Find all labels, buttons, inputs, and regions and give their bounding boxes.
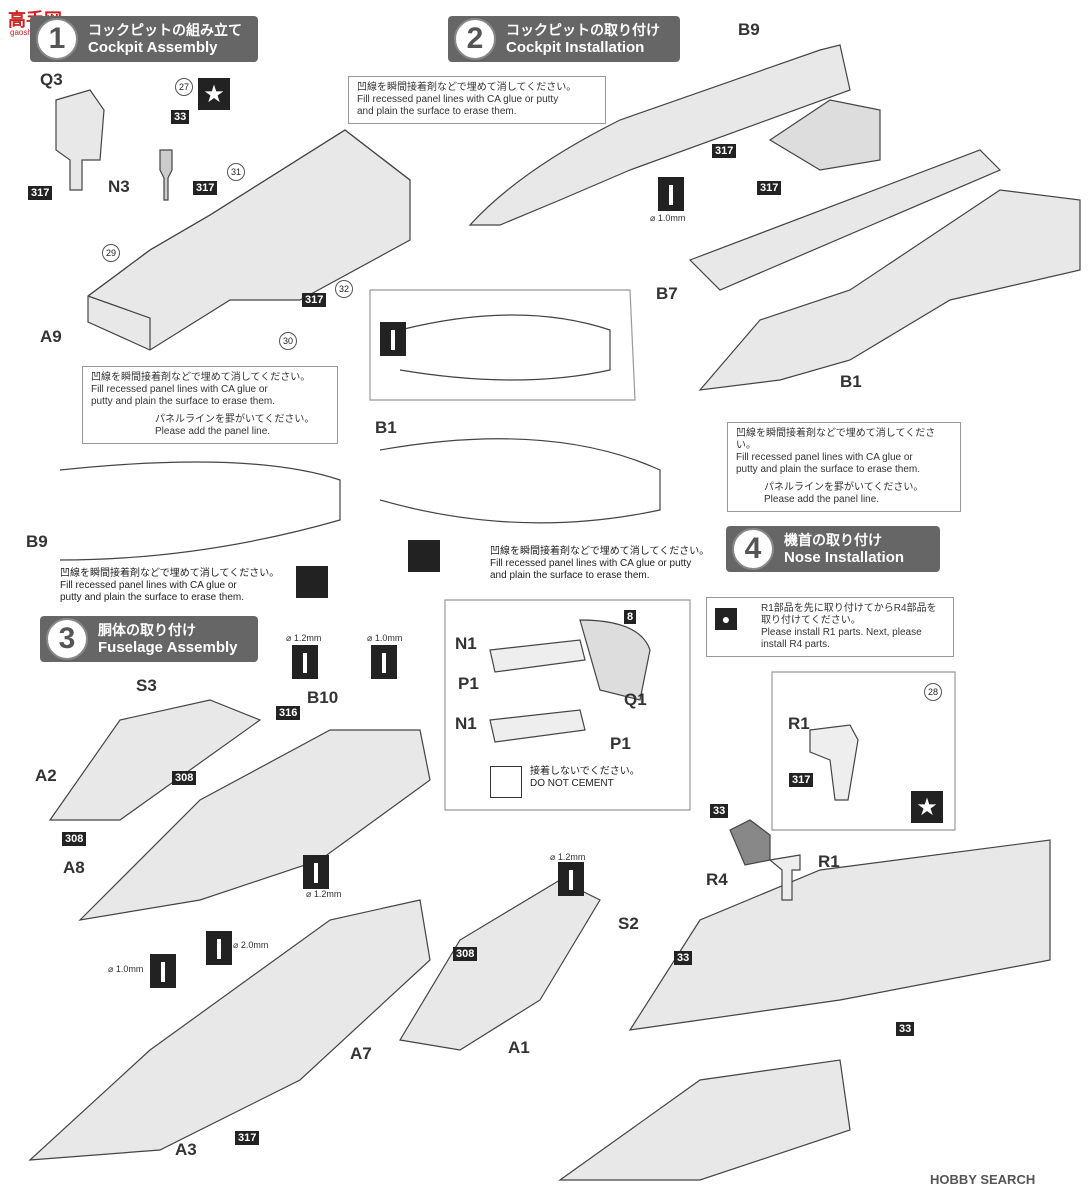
part-label-b10: B10 [307, 688, 339, 707]
part-label-a2: A2 [35, 766, 57, 785]
part-label-b9-side: B9 [26, 532, 48, 551]
step-2-number: 2 [454, 18, 496, 60]
step-1-title-en: Cockpit Assembly [88, 39, 218, 56]
step-3-title-jp: 胴体の取り付け [98, 622, 196, 638]
drill-icon [292, 645, 318, 679]
step-1-number: 1 [36, 18, 78, 60]
drill-icon [303, 855, 329, 889]
step-2-title-jp: コックピットの取り付け [506, 22, 660, 38]
part-label-a9: A9 [40, 327, 62, 346]
part-label-p1-a: P1 [458, 674, 479, 693]
note-fill-panel-lines-5: 凹線を瞬間接着剤などで埋めて消してください。 Fill recessed pan… [490, 546, 710, 581]
footer-brand: HOBBY SEARCH [930, 1172, 1036, 1187]
drill-diameter: ⌀ 1.2mm [550, 852, 586, 862]
step-3-title-en: Fuselage Assembly [98, 639, 238, 656]
decal-number: 31 [227, 163, 245, 181]
color-code-317: 317 [789, 773, 814, 787]
part-label-a1: A1 [508, 1038, 530, 1057]
part-label-b1-side: B1 [375, 418, 397, 437]
drill-diameter: ⌀ 2.0mm [233, 940, 269, 950]
color-code-308: 308 [172, 771, 197, 785]
part-label-n1-a: N1 [455, 634, 477, 653]
note-do-not-cement: 接着しないでください。 DO NOT CEMENT [490, 766, 640, 798]
part-label-b7: B7 [656, 284, 678, 303]
decal-number: 30 [279, 332, 297, 350]
drill-icon [380, 322, 406, 356]
part-label-s3: S3 [136, 676, 157, 695]
note-fill-panel-lines-3: 凹線を瞬間接着剤などで埋めて消してください。 Fill recessed pan… [727, 422, 961, 512]
part-label-n3: N3 [108, 177, 130, 196]
part-label-q1: Q1 [624, 690, 647, 709]
color-code-33: 33 [674, 951, 693, 965]
decal-number: 28 [924, 683, 942, 701]
part-label-r1: R1 [818, 852, 840, 871]
note-install-order: ● R1部品を先に取り付けてからR4部品を 取り付けてください。 Please … [706, 597, 954, 657]
color-code-308: 308 [62, 832, 87, 846]
color-code-33: 33 [710, 804, 729, 818]
drill-diameter: ⌀ 1.0mm [650, 213, 686, 223]
drill-icon [658, 177, 684, 211]
sanding-icon [408, 540, 440, 572]
drill-icon [371, 645, 397, 679]
part-label-n1-b: N1 [455, 714, 477, 733]
decal-number: 29 [102, 244, 120, 262]
color-code-8: 8 [624, 610, 637, 624]
color-code-308: 308 [453, 947, 478, 961]
color-code-317: 317 [757, 181, 782, 195]
note-fill-panel-lines-1: 凹線を瞬間接着剤などで埋めて消してください。 Fill recessed pan… [348, 76, 606, 124]
part-label-a3: A3 [175, 1140, 197, 1159]
color-code-317: 317 [235, 1131, 260, 1145]
decal-number: 32 [335, 280, 353, 298]
sanding-icon [296, 566, 328, 598]
color-code-317: 317 [712, 144, 737, 158]
step-3-number: 3 [46, 618, 88, 660]
drill-icon [558, 862, 584, 896]
glue-icon: ● [715, 608, 737, 630]
drill-diameter: ⌀ 1.2mm [286, 633, 322, 643]
drill-diameter: ⌀ 1.0mm [367, 633, 403, 643]
part-label-q3: Q3 [40, 70, 63, 89]
step-2-header: 2 コックピットの取り付け Cockpit Installation [448, 16, 680, 62]
note-fill-panel-lines-4: 凹線を瞬間接着剤などで埋めて消してください。 Fill recessed pan… [60, 568, 280, 603]
no-cement-icon [490, 766, 522, 798]
step-4-title-en: Nose Installation [784, 549, 905, 566]
step-3-header: 3 胴体の取り付け Fuselage Assembly [40, 616, 258, 662]
part-label-a8: A8 [63, 858, 85, 877]
color-code-33: 33 [171, 110, 190, 124]
step-4-number: 4 [732, 528, 774, 570]
color-code-317: 317 [193, 181, 218, 195]
color-code-316: 316 [276, 706, 301, 720]
drill-diameter: ⌀ 1.0mm [108, 964, 144, 974]
step-4-header: 4 機首の取り付け Nose Installation [726, 526, 940, 572]
decal-number: 27 [175, 78, 193, 96]
drill-icon [150, 954, 176, 988]
star-icon: ★ [198, 78, 230, 110]
step-1-header: 1 コックピットの組み立て Cockpit Assembly [30, 16, 258, 62]
part-label-a7: A7 [350, 1044, 372, 1063]
part-label-b9-top: B9 [738, 20, 760, 39]
step-4-title-jp: 機首の取り付け [784, 532, 882, 548]
part-label-p1-b: P1 [610, 734, 631, 753]
star-icon: ★ [911, 791, 943, 823]
color-code-33: 33 [896, 1022, 915, 1036]
part-label-r4: R4 [706, 870, 728, 889]
part-label-b1: B1 [840, 372, 862, 391]
part-label-s2: S2 [618, 914, 639, 933]
step-2-title-en: Cockpit Installation [506, 39, 645, 56]
drill-icon [206, 931, 232, 965]
part-label-r1-inset: R1 [788, 714, 810, 733]
color-code-317: 317 [302, 293, 327, 307]
step-1-title-jp: コックピットの組み立て [88, 22, 242, 38]
drill-diameter: ⌀ 1.2mm [306, 889, 342, 899]
color-code-317: 317 [28, 186, 53, 200]
note-fill-panel-lines-2: 凹線を瞬間接着剤などで埋めて消してください。 Fill recessed pan… [82, 366, 338, 444]
